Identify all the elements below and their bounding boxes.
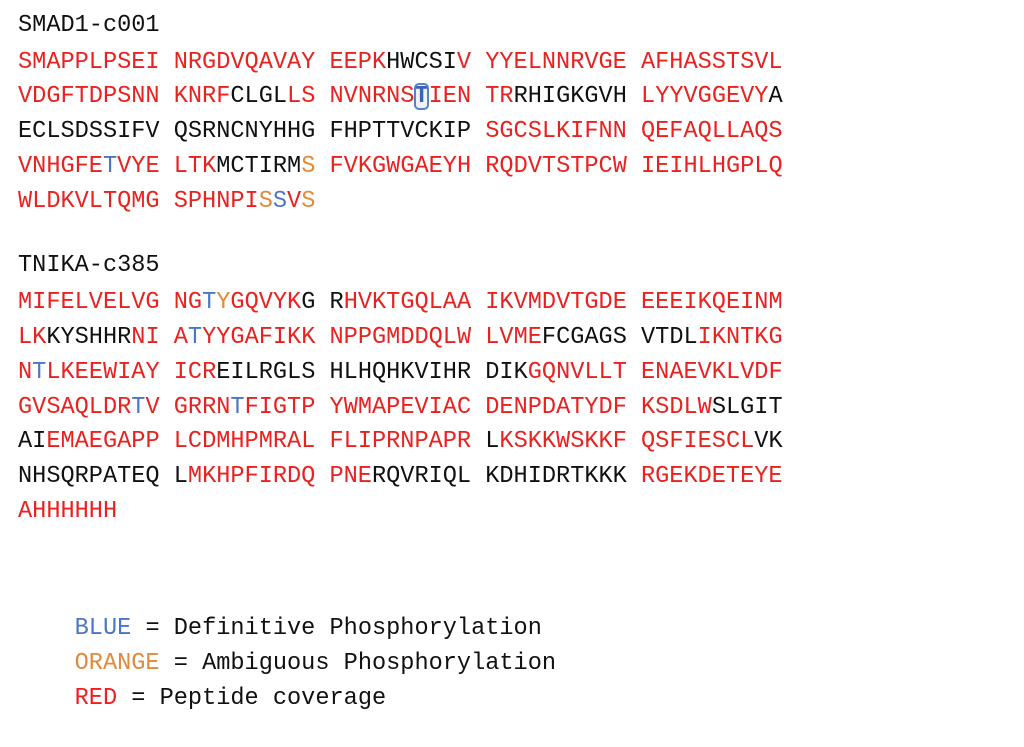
- sequence-segment: HWCSI: [386, 49, 457, 76]
- sequence-segment: VNHGFE: [18, 153, 103, 180]
- sequence-segment: A: [768, 83, 783, 110]
- sequence-header-tnika: TNIKA-c385: [18, 252, 160, 279]
- sequence-segment: S: [301, 188, 316, 215]
- sequence-segment: AHHHHHH: [18, 498, 118, 525]
- legend-text: = Peptide coverage: [117, 685, 387, 712]
- sequence-segment: T: [131, 394, 146, 421]
- sequence-segment: VYE LTK: [117, 153, 217, 180]
- sequence-segment: FVKGWGAEYH RQDVTSTPCW IEIHLHGPLQ: [315, 153, 783, 180]
- sequence-segment: RQVRIQL KDHIDRTKKK: [371, 463, 641, 490]
- legend-row-blue: BLUE = Definitive Phosphorylation: [18, 581, 542, 642]
- legend-text: = Definitive Phosphorylation: [131, 615, 542, 642]
- sequence-segment: G R: [301, 289, 344, 316]
- sequence-line: GVSAQLDRTV GRRNTFIGTP YWMAPEVIAC DENPDAT…: [18, 392, 783, 424]
- sequence-segment: GQNVLLT ENAEVKLVDF: [527, 359, 783, 386]
- sequence-segment: IKNTKG: [697, 324, 783, 351]
- sequence-segment: MIFELVELVG NG: [18, 289, 203, 316]
- sequence-segment: WLDKVLTQMG SPHNPI: [18, 188, 259, 215]
- sequence-line: AHHHHHH: [18, 496, 117, 528]
- sequence-segment: NI A: [131, 324, 188, 351]
- sequence-segment: SLGIT: [711, 394, 783, 421]
- sequence-segment: CLGL: [230, 83, 288, 110]
- sequence-segment: VK: [754, 428, 783, 455]
- sequence-segment: FCGAGS VTDL: [541, 324, 698, 351]
- legend-key: BLUE: [74, 615, 132, 642]
- sequence-segment: NHSQRPATEQ L: [18, 463, 188, 490]
- sequence-segment: SMAPPLPSEI NRGDVQAVAY EEPK: [18, 49, 387, 76]
- legend-key: RED: [74, 685, 118, 712]
- selected-residue[interactable]: T: [414, 83, 429, 110]
- sequence-segment: KSKKWSKKF QSFIESCL: [499, 428, 755, 455]
- sequence-segment: ECLSDSSIFV QSRNCNYHHG FHPTTVCKIP: [18, 118, 486, 145]
- sequence-segment: FIGTP YWMAPEVIAC DENPDATYDF KSDLW: [244, 394, 712, 421]
- sequence-line: MIFELVELVG NGTYGQVYKG RHVKTGQLAA IKVMDVT…: [18, 287, 783, 319]
- sequence-segment: LS NVNRNS: [287, 83, 415, 110]
- sequence-segment: RGEKDETEYE: [640, 463, 783, 490]
- sequence-line: ECLSDSSIFV QSRNCNYHHG FHPTTVCKIP SGCSLKI…: [18, 116, 783, 148]
- sequence-segment: AI: [18, 428, 47, 455]
- sequence-line: LKKYSHHRNI ATYYGAFIKK NPPGMDDQLW LVMEFCG…: [18, 322, 783, 354]
- sequence-segment: GVSAQLDR: [18, 394, 132, 421]
- sequence-segment: T: [102, 153, 118, 180]
- sequence-segment: S: [272, 188, 288, 215]
- sequence-segment: V YYELNNRVGE AFHASSTSVL: [456, 49, 783, 76]
- sequence-line: VDGFTDPSNN KNRFCLGLLS NVNRNSTIEN TRRHIGK…: [18, 81, 783, 113]
- sequence-header-smad1: SMAD1-c001: [18, 12, 160, 39]
- sequence-line: VNHGFETVYE LTKMCTIRMS FVKGWGAEYH RQDVTST…: [18, 151, 783, 183]
- sequence-line: WLDKVLTQMG SPHNPISSVS: [18, 186, 315, 218]
- sequence-segment: S: [301, 153, 316, 180]
- legend-row-orange: ORANGE = Ambiguous Phosphorylation: [18, 616, 556, 677]
- sequence-segment: IEN TR: [428, 83, 514, 110]
- legend-row-red: RED = Peptide coverage: [18, 651, 387, 712]
- sequence-segment: LYYVGGEVY: [641, 83, 769, 110]
- sequence-line: AIEMAEGAPP LCDMHPMRAL FLIPRNPAPR LKSKKWS…: [18, 426, 783, 458]
- sequence-segment: MCTIRM: [216, 153, 302, 180]
- sequence-segment: V: [287, 188, 302, 215]
- sequence-segment: T: [32, 359, 47, 386]
- sequence-segment: KYSHHR: [46, 324, 132, 351]
- sequence-line: NHSQRPATEQ LMKHPFIRDQ PNERQVRIQL KDHIDRT…: [18, 461, 783, 493]
- sequence-segment: RHIGKGVH: [513, 83, 642, 110]
- legend-key: ORANGE: [74, 650, 160, 677]
- sequence-segment: SGCSLKIFNN QEFAQLLAQS: [485, 118, 783, 145]
- sequence-segment: EMAEGAPP LCDMHPMRAL FLIPRNPAPR: [46, 428, 486, 455]
- sequence-segment: L: [485, 428, 500, 455]
- sequence-segment: T: [187, 324, 203, 351]
- sequence-segment: MKHPFIRDQ PNE: [187, 463, 372, 490]
- sequence-line: NTLKEEWIAY ICREILRGLS HLHQHKVIHR DIKGQNV…: [18, 357, 783, 389]
- sequence-segment: EILRGLS HLHQHKVIHR DIK: [216, 359, 528, 386]
- sequence-segment: S: [258, 188, 273, 215]
- sequence-segment: V GRRN: [145, 394, 231, 421]
- sequence-segment: VDGFTDPSNN KNRF: [18, 83, 231, 110]
- sequence-segment: YYGAFIKK NPPGMDDQLW LVME: [202, 324, 542, 351]
- sequence-segment: N: [18, 359, 33, 386]
- sequence-line: SMAPPLPSEI NRGDVQAVAY EEPKHWCSIV YYELNNR…: [18, 47, 783, 79]
- legend-text: = Ambiguous Phosphorylation: [159, 650, 557, 677]
- sequence-segment: Y: [216, 289, 231, 316]
- sequence-segment: GQVYK: [230, 289, 302, 316]
- sequence-segment: LK: [18, 324, 47, 351]
- sequence-segment: LKEEWIAY ICR: [46, 359, 217, 386]
- sequence-segment: T: [202, 289, 217, 316]
- sequence-segment: T: [230, 394, 245, 421]
- sequence-segment: HVKTGQLAA IKVMDVTGDE EEEIKQEINM: [343, 289, 783, 316]
